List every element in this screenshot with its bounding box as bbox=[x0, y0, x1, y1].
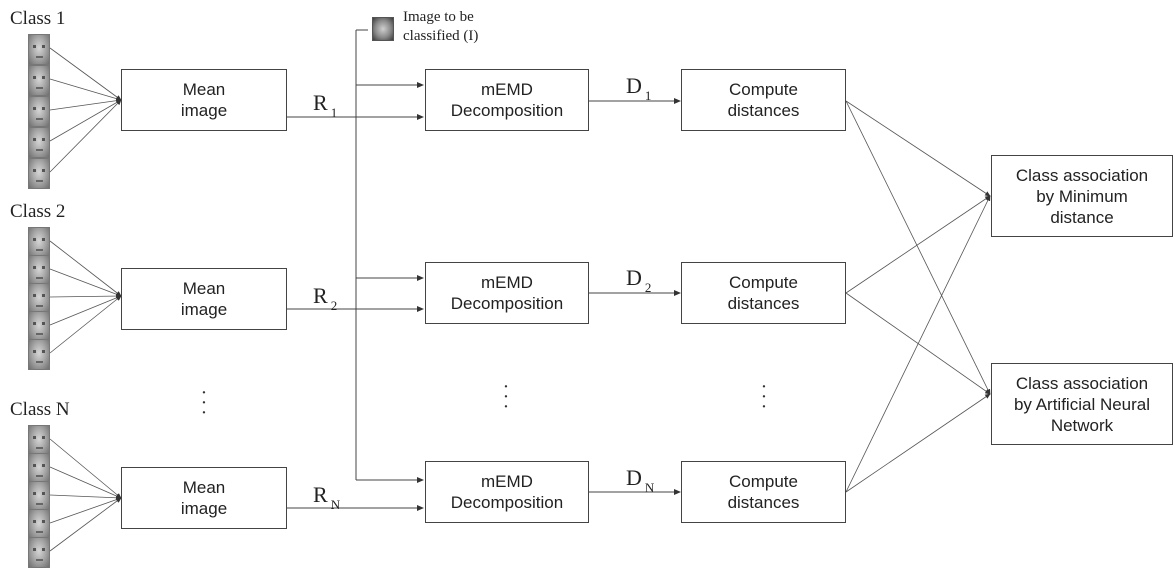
class-n-face-fan-line bbox=[49, 438, 122, 499]
ann-output-label: Class association by Artificial Neural N… bbox=[1013, 373, 1151, 435]
class-2-face-fan-line bbox=[49, 268, 122, 297]
query-image-label: Image to be classified (I) bbox=[403, 9, 479, 44]
ellipsis-decomposition-column: · · · bbox=[502, 376, 510, 418]
decomposition-label-1: mEMD Decomposition bbox=[450, 80, 564, 120]
mEMD-decomposition-box-2: mEMD Decomposition bbox=[425, 262, 589, 324]
class-2-face-thumbnail bbox=[28, 227, 50, 258]
compute-distances-box-1: Compute distances bbox=[681, 69, 846, 131]
class-1-face-thumbnail bbox=[28, 158, 50, 189]
class-n-face-fan-line bbox=[49, 494, 122, 501]
decomposition-label-2: mEMD Decomposition bbox=[450, 273, 564, 313]
class-n-face-thumbnail bbox=[28, 509, 50, 540]
ellipsis-compute-column: · · · bbox=[760, 376, 768, 418]
class-n-face-thumbnail bbox=[28, 537, 50, 568]
class-1-label: Class 1 bbox=[10, 8, 66, 29]
c1-to-ann-line bbox=[845, 100, 991, 395]
class-1-face-thumbnail bbox=[28, 65, 50, 96]
class-2-face-thumbnail bbox=[28, 255, 50, 286]
class-2-face-fan-line bbox=[49, 240, 122, 297]
mean-image-box-1: Mean image bbox=[121, 69, 287, 131]
min-distance-output-box: Class association by Minimum distance bbox=[991, 155, 1173, 237]
mean-image-box-2: Mean image bbox=[121, 268, 287, 330]
mEMD-decomposition-box-1: mEMD Decomposition bbox=[425, 69, 589, 131]
compute-distances-box-2: Compute distances bbox=[681, 262, 846, 324]
class-n-face-fan-line bbox=[49, 497, 122, 552]
min-distance-output-label: Class association by Minimum distance bbox=[1015, 165, 1149, 227]
ann-output-box: Class association by Artificial Neural N… bbox=[991, 363, 1173, 445]
class-n-face-thumbnail bbox=[28, 453, 50, 484]
mEMD-decomposition-box-n: mEMD Decomposition bbox=[425, 461, 589, 523]
class-2-face-thumbnail bbox=[28, 339, 50, 370]
compute-distances-box-n: Compute distances bbox=[681, 461, 846, 523]
class-2-face-thumbnail bbox=[28, 283, 50, 314]
compute-distances-label-n: Compute distances bbox=[727, 472, 800, 512]
class-n-face-thumbnail bbox=[28, 425, 50, 456]
c2-to-min-line bbox=[845, 195, 991, 294]
mean-image-label-1: Mean image bbox=[180, 80, 228, 120]
class-1-face-fan-line bbox=[49, 99, 122, 173]
class-2-label: Class 2 bbox=[10, 201, 66, 222]
mean-image-label-2: Mean image bbox=[180, 279, 228, 319]
class-n-label: Class N bbox=[10, 399, 70, 420]
class-1-face-fan-line bbox=[49, 98, 122, 111]
class-1-face-thumbnail bbox=[28, 127, 50, 158]
class-2-face-fan-line bbox=[49, 295, 122, 326]
class-1-face-fan-line bbox=[49, 78, 122, 101]
class-n-face-thumbnail bbox=[28, 481, 50, 512]
cn-to-min-line bbox=[845, 195, 991, 493]
class-2-face-fan-line bbox=[49, 293, 122, 299]
query-image-thumbnail bbox=[372, 17, 394, 41]
compute-distances-label-1: Compute distances bbox=[727, 80, 800, 120]
c1-to-min-line bbox=[845, 100, 991, 197]
class-n-face-fan-line bbox=[49, 466, 122, 499]
class-2-face-thumbnail bbox=[28, 311, 50, 342]
class-1-face-fan-line bbox=[49, 99, 122, 142]
mean-image-label-n: Mean image bbox=[180, 478, 228, 518]
class-1-face-fan-line bbox=[49, 47, 122, 101]
class-1-face-thumbnail bbox=[28, 34, 50, 65]
compute-distances-label-2: Compute distances bbox=[727, 273, 800, 313]
mean-image-box-n: Mean image bbox=[121, 467, 287, 529]
cn-to-ann-line bbox=[845, 393, 991, 493]
class-1-face-thumbnail bbox=[28, 96, 50, 127]
decomposition-label-n: mEMD Decomposition bbox=[450, 472, 564, 512]
ellipsis-mean-column: · · · bbox=[200, 382, 208, 424]
class-n-face-fan-line bbox=[49, 497, 122, 524]
class-2-face-fan-line bbox=[49, 295, 122, 354]
